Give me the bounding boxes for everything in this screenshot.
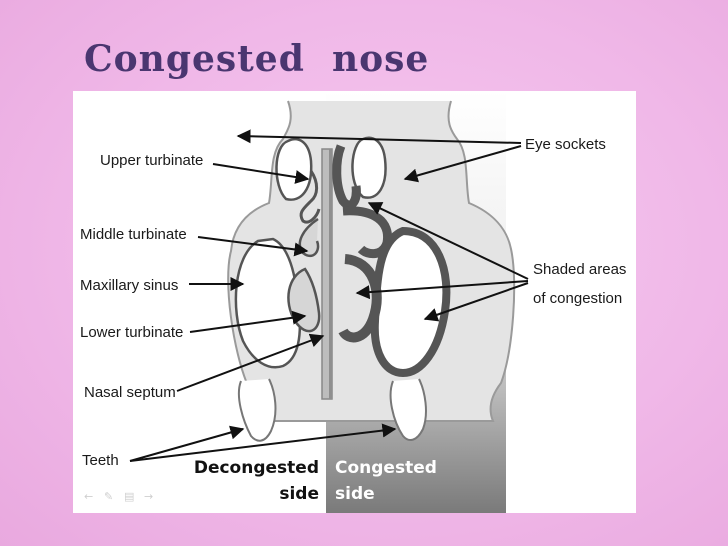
label-decongested-side: side — [279, 484, 319, 504]
label-congested-side: side — [335, 484, 375, 504]
nasal-diagram-figure: Upper turbinate Middle turbinate Maxilla… — [73, 91, 636, 513]
pen-icon[interactable]: ✎ — [104, 492, 116, 502]
label-lower-turbinate: Lower turbinate — [80, 324, 183, 341]
label-upper-turbinate: Upper turbinate — [100, 152, 203, 169]
label-middle-turbinate: Middle turbinate — [80, 226, 187, 243]
left-tooth — [239, 379, 276, 441]
label-maxillary-sinus: Maxillary sinus — [80, 277, 178, 294]
label-nasal-septum: Nasal septum — [84, 384, 176, 401]
next-icon[interactable]: → — [144, 492, 156, 502]
label-teeth: Teeth — [82, 452, 119, 469]
right-maxillary-sinus — [375, 231, 447, 373]
label-of-congestion: of congestion — [533, 290, 622, 307]
left-eye-socket — [276, 139, 311, 199]
slide-title: Congested nose — [84, 38, 429, 80]
septum-inner-line — [329, 149, 332, 399]
arrow-teeth-left — [130, 429, 243, 461]
label-shaded-areas: Shaded areas — [533, 261, 626, 278]
prev-icon[interactable]: ← — [84, 492, 96, 502]
label-decongested: Decongested — [194, 458, 319, 478]
menu-icon[interactable]: ▤ — [124, 492, 136, 502]
label-eye-sockets: Eye sockets — [525, 136, 606, 153]
nasal-cross-section-svg: Upper turbinate Middle turbinate Maxilla… — [73, 91, 636, 513]
slide-nav-controls: ← ✎ ▤ → — [84, 492, 156, 502]
label-congested: Congested — [335, 458, 437, 478]
